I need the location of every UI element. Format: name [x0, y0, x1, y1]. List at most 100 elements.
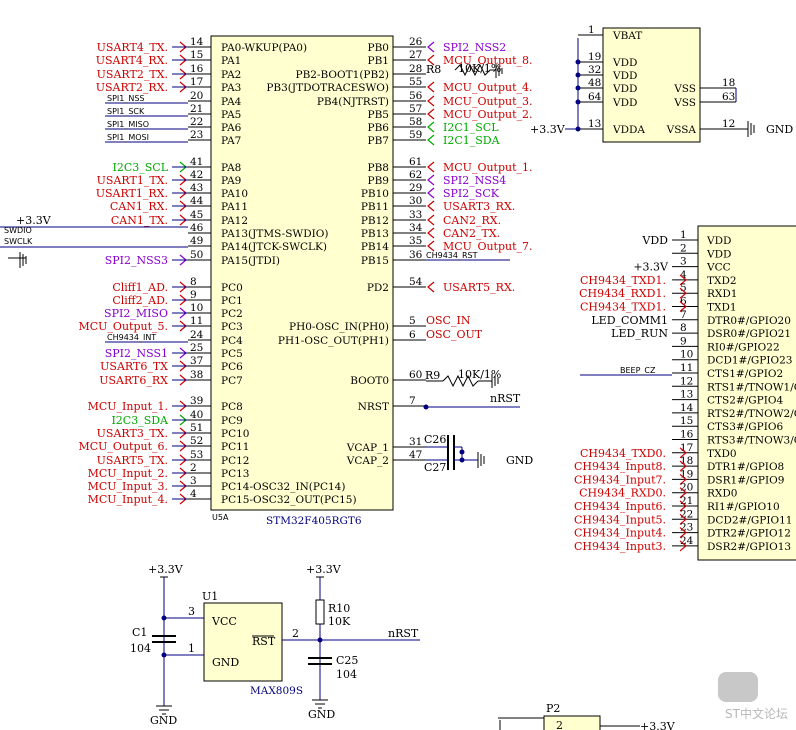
net-port-arrow — [427, 81, 435, 93]
pin-name: VDD — [612, 57, 637, 69]
net-label: USART5_RX. — [443, 281, 515, 294]
pin-number: 33 — [409, 209, 422, 221]
pin-number: 64 — [588, 91, 602, 103]
pin-name: PC3 — [221, 321, 243, 333]
net-label: I2C1_SDA — [443, 134, 501, 147]
pin-name: RI1#/GPIO10 — [707, 501, 780, 513]
pin-number: 46 — [190, 222, 204, 234]
pin-name: PA13(JTMS-SWDIO) — [221, 228, 329, 240]
pin-name: PA14(JTCK-SWCLK) — [221, 241, 327, 253]
pin-name: VCAP_2 — [346, 455, 389, 467]
pin-number: 36 — [409, 249, 423, 261]
pin-number: 15 — [190, 49, 203, 61]
u5-designator: U5A — [212, 513, 229, 522]
pin-name: PC12 — [221, 455, 249, 467]
pin-name: DTR1#/GPIO8 — [707, 461, 784, 473]
pin-number: 24 — [680, 535, 694, 547]
pin-number: 14 — [190, 36, 204, 48]
chat-icon — [718, 672, 758, 702]
pin-name: PB12 — [361, 215, 389, 227]
pin-number: 4 — [680, 269, 687, 281]
pin-number: 12 — [680, 375, 693, 387]
r10-value: 10K — [328, 615, 351, 628]
pin-number: 45 — [190, 209, 203, 221]
net-label: CAN1_RX. — [110, 200, 168, 213]
pin-number: 3 — [190, 475, 197, 487]
net-label: CH9434_Input8. — [574, 460, 666, 473]
power-block-wiring — [565, 38, 755, 137]
pin-name: PC0 — [221, 282, 243, 294]
power-block-body — [602, 27, 701, 143]
pin-number: 1 — [680, 229, 687, 241]
pin-number: 22 — [190, 116, 203, 128]
pin-number: 9 — [190, 289, 197, 301]
p2-supply: +3.3V — [640, 720, 676, 730]
pin-number: 1 — [588, 24, 595, 36]
pin-name: PB0 — [368, 42, 389, 54]
pin-name: PA3 — [221, 82, 241, 94]
pin-name: PD2 — [367, 282, 389, 294]
net-port-arrow — [427, 95, 435, 107]
net-label: VDD — [641, 234, 668, 247]
net-label: MCU_Output_3. — [443, 95, 533, 108]
pin-number: 14 — [680, 402, 694, 414]
pin-name: PA10 — [221, 188, 248, 200]
pin-name: PB5 — [368, 109, 389, 121]
net-label: MCU_Output_5. — [78, 320, 168, 333]
pin-name: PA8 — [221, 162, 241, 174]
swclk-label: SWCLK — [4, 237, 33, 246]
pin-name: VCC — [706, 262, 731, 274]
net-port-arrow — [679, 487, 687, 499]
net-label: LED_COMM1 — [591, 314, 668, 327]
pin-name: PB9 — [368, 175, 389, 187]
r8-resistor — [454, 63, 503, 78]
pin-name: RXD1 — [707, 288, 737, 300]
pin-number: 13 — [588, 118, 601, 130]
u1-part: MAX809S — [250, 685, 303, 697]
pin-number: 25 — [190, 342, 203, 354]
p2-pin: 2 — [556, 719, 563, 730]
pin-name: VDD — [706, 248, 731, 260]
u1-vcc-pin: VCC — [211, 615, 237, 628]
net-port-arrow — [427, 108, 435, 120]
net-label: USART2_TX. — [97, 68, 168, 81]
pin-name: PB4(NJTRST) — [317, 96, 389, 108]
pin-name: PC1 — [221, 295, 243, 307]
net-label: I2C1_SCL — [443, 121, 499, 134]
pin-number: 24 — [190, 329, 204, 341]
c25-value: 104 — [336, 668, 357, 681]
pin-number: 16 — [190, 63, 204, 75]
pin-number: 39 — [190, 395, 203, 407]
pin-number: 53 — [190, 449, 203, 461]
u1-pin2: 2 — [292, 627, 299, 640]
power-gnd-label: GND — [766, 123, 793, 136]
pin-name: PC7 — [221, 375, 243, 387]
pin-name: PC13 — [221, 468, 249, 480]
pin-name: NRST — [358, 401, 389, 413]
pin-name: VBAT — [612, 30, 642, 42]
pin-name: TXD1 — [707, 302, 737, 314]
net-label: nRST — [490, 392, 521, 405]
u1-pin1: 1 — [188, 642, 195, 655]
net-label: USART2_RX. — [96, 81, 168, 94]
net-label: MCU_Input_4. — [88, 493, 168, 506]
pin-name: DSR0#/GPIO21 — [707, 328, 791, 340]
net-label: CH9434_TXD0. — [580, 447, 666, 460]
u1-rst-pin: RST — [252, 635, 276, 648]
net-label: USART1_RX. — [96, 187, 168, 200]
pin-name: PC11 — [221, 441, 249, 453]
reset-gnd-right: GND — [308, 708, 335, 721]
pin-number: 54 — [409, 276, 423, 288]
pin-name: VSSA — [666, 124, 697, 136]
pin-name: DTR2#/GPIO12 — [707, 528, 791, 540]
pin-name: PB14 — [361, 241, 389, 253]
net-label: USART1_TX. — [97, 174, 168, 187]
net-label: I2C3_SCL — [112, 161, 168, 174]
pin-name: RXD0 — [707, 488, 737, 500]
net-port-arrow — [427, 41, 435, 53]
pin-number: 17 — [680, 442, 693, 454]
net-label: MCU_Input_2. — [88, 467, 168, 480]
pin-name: VDDA — [612, 124, 645, 136]
pin-name: VDD — [612, 97, 637, 109]
